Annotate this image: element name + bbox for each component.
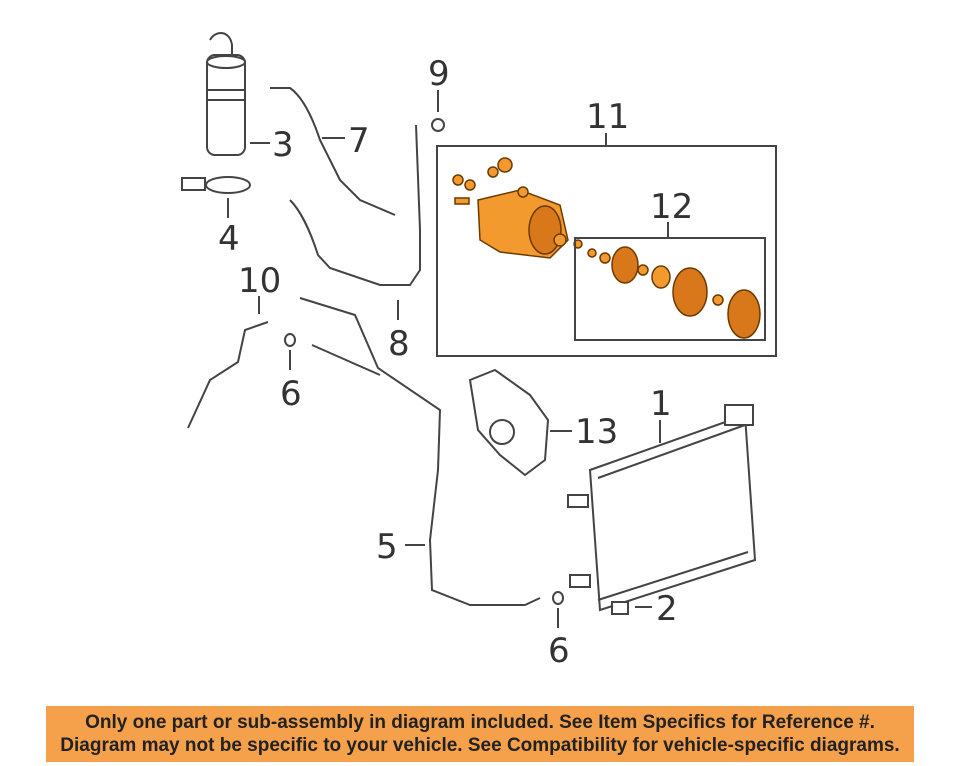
washer-6-lower bbox=[552, 591, 564, 605]
condenser bbox=[567, 404, 757, 612]
disclaimer-line-1: Only one part or sub-assembly in diagram… bbox=[85, 712, 875, 733]
line-10 bbox=[187, 321, 269, 429]
callout-10: 10 bbox=[238, 261, 281, 301]
callout-1: 1 bbox=[650, 384, 672, 424]
callout-13: 13 bbox=[575, 412, 618, 452]
callout-7: 7 bbox=[348, 121, 370, 161]
drier-bracket bbox=[181, 176, 251, 194]
callout-6-lower: 6 bbox=[548, 631, 570, 671]
callout-5: 5 bbox=[376, 527, 398, 567]
hose-7 bbox=[270, 87, 396, 216]
compressor-assembly-box bbox=[436, 145, 777, 357]
washer-6-upper bbox=[284, 333, 296, 347]
callout-4: 4 bbox=[218, 219, 240, 259]
line-8 bbox=[289, 124, 421, 286]
disclaimer-banner: Only one part or sub-assembly in diagram… bbox=[46, 706, 914, 762]
callout-3: 3 bbox=[272, 125, 294, 165]
accumulator-drier bbox=[206, 32, 246, 156]
clutch-assembly-box bbox=[574, 237, 766, 341]
sensor-2 bbox=[611, 601, 629, 615]
washer-9 bbox=[431, 118, 445, 132]
callout-8: 8 bbox=[388, 324, 410, 364]
callout-11: 11 bbox=[586, 97, 629, 137]
callout-12: 12 bbox=[650, 187, 693, 227]
callout-6-upper: 6 bbox=[280, 374, 302, 414]
compressor-clutch bbox=[587, 246, 761, 339]
ac-compressor bbox=[452, 157, 583, 259]
hose-5 bbox=[299, 297, 541, 606]
ac-parts-diagram: 3 4 7 9 8 11 12 bbox=[181, 32, 777, 671]
callout-9: 9 bbox=[428, 54, 450, 94]
disclaimer-line-2: Diagram may not be specific to your vehi… bbox=[60, 735, 900, 756]
callout-2: 2 bbox=[656, 589, 678, 629]
compressor-bracket bbox=[468, 368, 550, 477]
